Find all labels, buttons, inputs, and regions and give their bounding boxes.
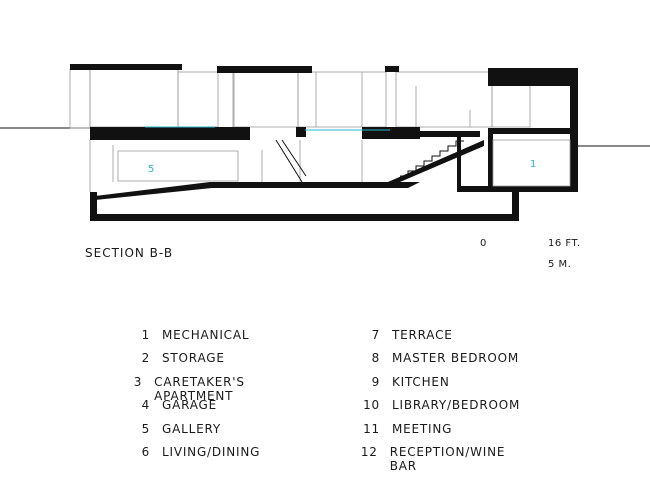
- legend-item: 5 GALLERY: [130, 422, 260, 445]
- legend-label: TERRACE: [392, 328, 453, 342]
- legend-label: KITCHEN: [392, 374, 450, 389]
- stair-upper: [275, 139, 307, 183]
- legend-number: 8: [371, 351, 380, 366]
- room-tag-5: 5: [148, 164, 154, 175]
- ramp-and-base: [95, 134, 570, 200]
- lower-level-interior: [89, 140, 363, 192]
- legend-item: 12 RECEPTION/WINE BAR: [360, 444, 520, 473]
- legend-number: 1: [141, 328, 150, 342]
- legend-number: 2: [141, 351, 150, 366]
- legend-number: 4: [141, 398, 150, 413]
- skylights: [145, 126, 390, 131]
- legend-item: 4 GARAGE: [130, 398, 260, 421]
- legend-label: GARAGE: [162, 398, 218, 413]
- legend-label: MEETING: [392, 421, 453, 436]
- upper-level-outline: [69, 68, 531, 129]
- scale-zero-label: 0: [480, 238, 487, 249]
- legend-number: 7: [371, 328, 380, 342]
- legend-item: 2 STORAGE: [130, 351, 260, 374]
- legend-number: 11: [363, 421, 380, 436]
- legend-item: 7 TERRACE: [360, 328, 520, 351]
- stair-lower-treads: [400, 140, 464, 177]
- legend-label: STORAGE: [162, 351, 225, 366]
- legend-item: 10 LIBRARY/BEDROOM: [360, 398, 520, 421]
- legend-item: 9 KITCHEN: [360, 375, 520, 398]
- legend-item: 8 MASTER BEDROOM: [360, 351, 520, 374]
- legend-label: RECEPTION/WINE BAR: [389, 444, 506, 473]
- legend-number: 6: [141, 444, 150, 459]
- mechanical-room: [492, 139, 571, 187]
- legend-label: LIVING/DINING: [162, 444, 261, 459]
- section-title: SECTION B-B: [85, 246, 174, 260]
- legend-label: MECHANICAL: [162, 328, 250, 342]
- section-drawing: 5 1: [0, 64, 650, 221]
- floor-slab: [90, 127, 578, 140]
- legend-item: 11 MEETING: [360, 422, 520, 445]
- legend-label: CARETAKER'S APARTMENT: [154, 374, 245, 403]
- legend-number: 9: [371, 374, 380, 389]
- legend-label: LIBRARY/BEDROOM: [392, 398, 521, 413]
- legend-label: GALLERY: [162, 421, 221, 436]
- legend-number: 3: [133, 374, 143, 389]
- foundation: [90, 192, 519, 221]
- legend-column-left: 1 MECHANICAL 2 STORAGE 3 CARETAKER'S APARTM…: [130, 328, 260, 468]
- legend-label: MASTER BEDROOM: [392, 351, 520, 366]
- legend-item: 6 LIVING/DINING: [130, 445, 260, 468]
- legend-item: 1 MECHANICAL: [130, 328, 260, 351]
- legend-number: 12: [360, 444, 378, 459]
- legend-number: 10: [363, 398, 380, 413]
- legend-number: 5: [141, 421, 150, 436]
- scale-feet-label: 16 FT.: [548, 238, 581, 249]
- legend-column-right: 7 TERRACE 8 MASTER BEDROOM 9 KITCHEN 10 LIBR…: [360, 328, 520, 473]
- scale-meters-label: 5 M.: [548, 259, 572, 270]
- legend-item: 3 CARETAKER'S APARTMENT: [130, 374, 260, 403]
- room-tag-1: 1: [530, 159, 536, 170]
